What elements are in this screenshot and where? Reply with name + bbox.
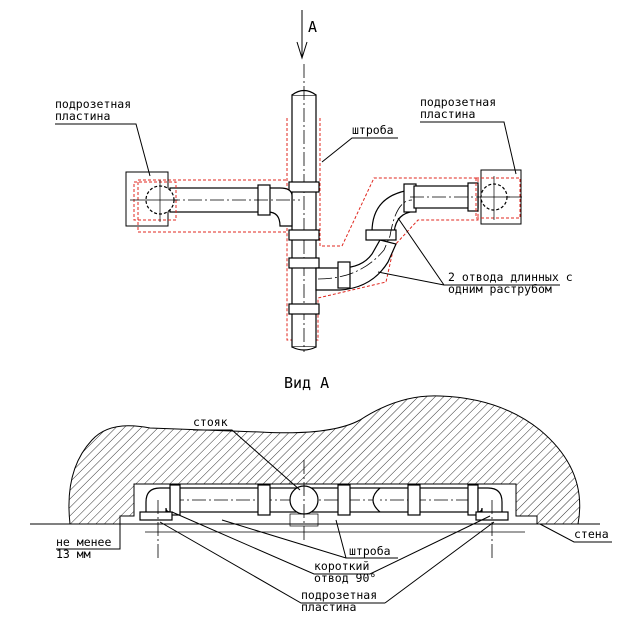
- plate-bottom-label-1: подрозетная: [301, 588, 377, 602]
- plate-left-label-2: пластина: [55, 109, 110, 123]
- min-depth-label-1: не менее: [56, 535, 111, 549]
- bends-label-2: одним раструбом: [448, 282, 552, 296]
- view-title: Вид А: [284, 374, 329, 392]
- chase-top-label: штроба: [352, 123, 394, 137]
- plate-right-label-2: пластина: [420, 107, 475, 121]
- main-riser: [288, 64, 320, 352]
- wall-hatch: [68, 395, 581, 525]
- view-arrow: А: [296, 10, 317, 60]
- bends-label-1: 2 отвода длинных с: [448, 270, 573, 284]
- plan-view: А: [55, 10, 573, 352]
- chase-bottom-label: штроба: [349, 544, 391, 558]
- min-depth-label-2: 13 мм: [56, 547, 91, 561]
- short-bend-label-1: короткий: [314, 559, 369, 573]
- plate-left-label-1: подрозетная: [55, 97, 131, 111]
- plate-right-label-1: подрозетная: [420, 95, 496, 109]
- riser-label: стояк: [193, 415, 228, 429]
- right-branch: [315, 169, 522, 291]
- short-bend-label-2: отвод 90°: [314, 571, 376, 585]
- view-a: Вид А стояк не менее: [30, 374, 612, 614]
- plate-bottom-label-2: пластина: [301, 600, 356, 614]
- view-arrow-label: А: [308, 18, 317, 36]
- left-branch: [125, 171, 300, 227]
- wall-label: стена: [574, 527, 609, 541]
